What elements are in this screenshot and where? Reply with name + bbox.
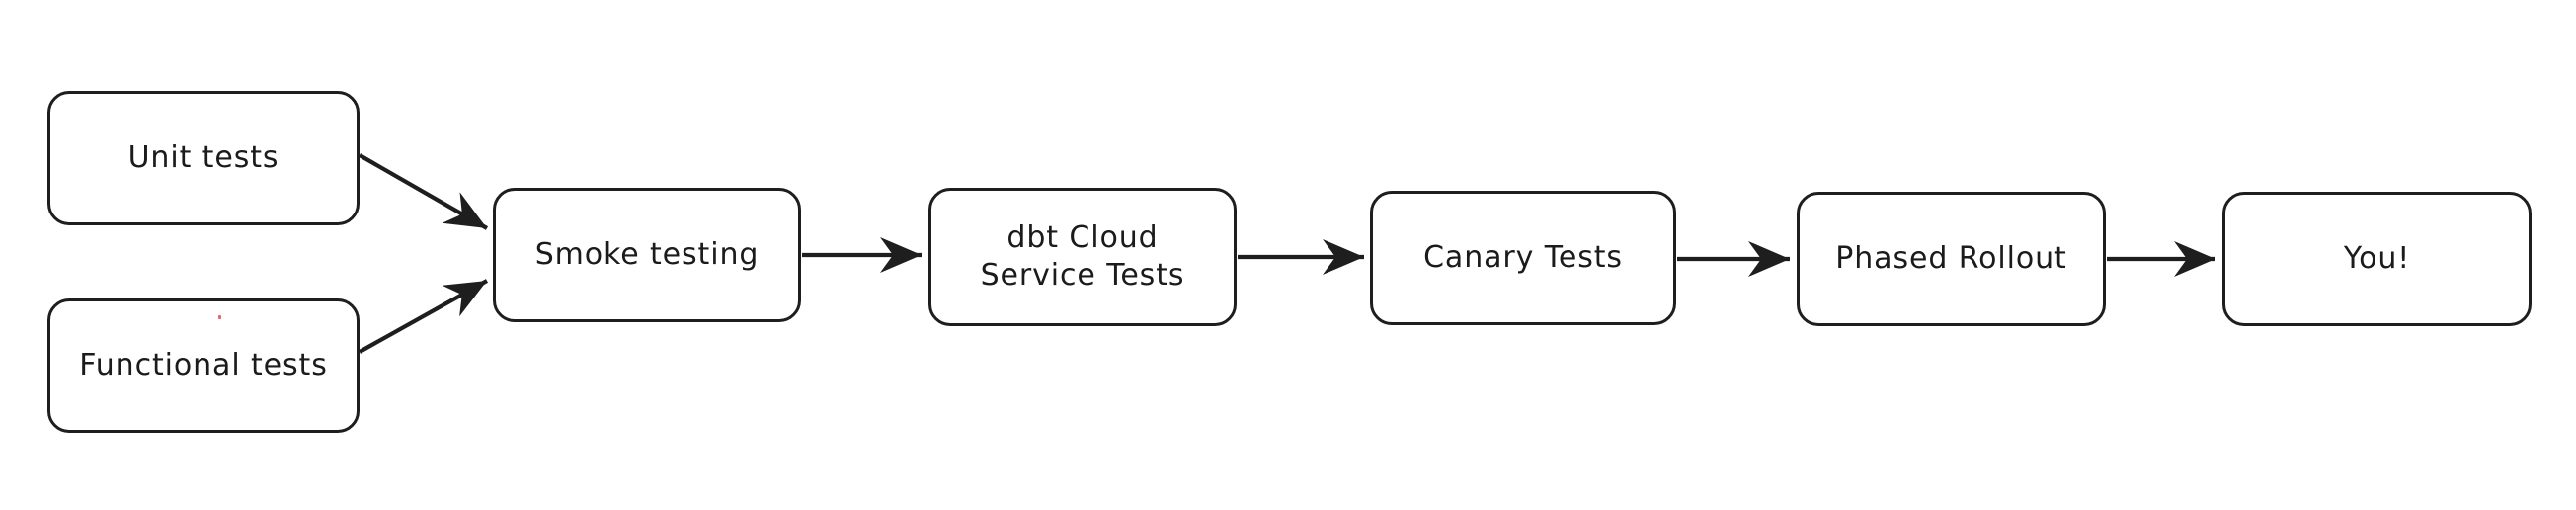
node-smoke-testing[interactable]: Smoke testing (493, 188, 801, 322)
node-phased-rollout-label: Phased Rollout (1835, 240, 2067, 276)
node-you-label: You! (2343, 240, 2411, 276)
node-functional-tests[interactable]: Functional tests (47, 298, 360, 433)
node-you[interactable]: You! (2222, 192, 2532, 326)
node-dbt-cloud-service-tests[interactable]: dbt Cloud Service Tests (928, 188, 1237, 326)
node-canary-tests-label: Canary Tests (1423, 239, 1623, 275)
node-functional-tests-label: Functional tests (79, 347, 328, 382)
stray-red-speck (218, 315, 221, 319)
edge-functional-to-smoke (358, 279, 489, 354)
node-phased-rollout[interactable]: Phased Rollout (1797, 192, 2106, 326)
node-unit-tests-label: Unit tests (127, 139, 280, 175)
node-canary-tests[interactable]: Canary Tests (1370, 191, 1676, 325)
node-unit-tests[interactable]: Unit tests (47, 91, 360, 225)
node-dbt-cloud-service-tests-label: dbt Cloud Service Tests (980, 219, 1185, 293)
edge-unit-to-smoke (358, 153, 489, 230)
node-smoke-testing-label: Smoke testing (534, 236, 760, 272)
